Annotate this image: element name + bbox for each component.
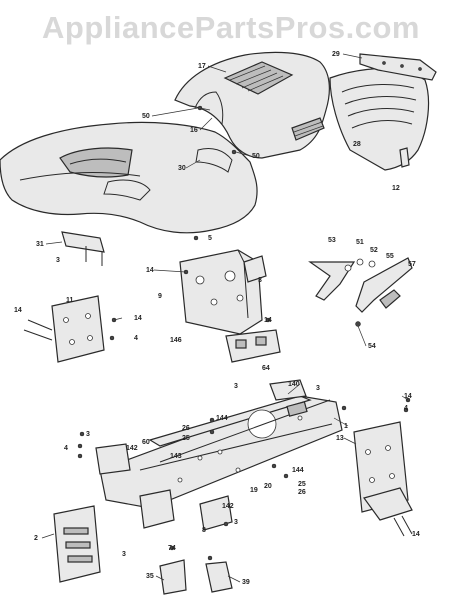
callout-12: 12: [392, 185, 400, 192]
callout-54: 54: [368, 343, 376, 350]
callout-143: 143: [170, 453, 182, 460]
rear-plate-right: [353, 421, 413, 537]
callout-8: 8: [202, 527, 206, 534]
callout-5: 5: [208, 235, 212, 242]
callout-35: 35: [146, 573, 154, 580]
callout-144: 144: [292, 467, 304, 474]
callout-3: 3: [316, 385, 320, 392]
callout-30: 30: [178, 165, 186, 172]
callout-4: 4: [134, 335, 138, 342]
axle-brackets: [95, 443, 233, 531]
callout-146: 146: [170, 337, 182, 344]
callout-11: 11: [66, 297, 74, 304]
callout-3: 3: [234, 519, 238, 526]
callout-55: 55: [386, 253, 394, 260]
callout-25: 25: [182, 435, 190, 442]
callout-142: 142: [222, 503, 234, 510]
callout-31: 31: [36, 241, 44, 248]
front-plate-left: [53, 505, 101, 583]
bracket-54: [225, 329, 281, 363]
callout-28: 28: [353, 141, 361, 148]
callout-16: 16: [190, 127, 198, 134]
fasteners: [77, 105, 411, 561]
callout-3: 3: [234, 383, 238, 390]
grille: [329, 53, 437, 171]
fender-pan: [0, 121, 258, 234]
callout-3: 3: [86, 431, 90, 438]
lower-brackets: [159, 559, 233, 595]
callout-1: 1: [344, 423, 348, 430]
hood: [174, 51, 330, 159]
callout-26: 26: [182, 425, 190, 432]
callouts: 17 29 50 16 28 30 50 12 31 3 5 53 51 52 …: [14, 51, 420, 586]
callout-29: 29: [332, 51, 340, 58]
callout-3: 3: [258, 277, 262, 284]
watermark: AppliancePartsPros.com: [42, 10, 420, 45]
callout-13: 13: [336, 435, 344, 442]
callout-39: 39: [242, 579, 250, 586]
leader-lines: [41, 53, 409, 583]
callout-140: 140: [288, 381, 300, 388]
callout-57: 57: [408, 261, 416, 268]
callout-4: 4: [404, 405, 408, 412]
callout-17: 17: [198, 63, 206, 70]
callout-14: 14: [14, 307, 22, 314]
callout-142: 142: [126, 445, 138, 452]
dash-panel: [179, 249, 267, 335]
callout-52: 52: [370, 247, 378, 254]
frame: [99, 379, 343, 509]
callout-14: 14: [412, 531, 420, 538]
bracket-31: [61, 231, 105, 253]
callout-3: 3: [56, 257, 60, 264]
callout-74: 74: [168, 545, 176, 552]
callout-51: 51: [356, 239, 364, 246]
part-12: [399, 147, 410, 168]
callout-20: 20: [264, 483, 272, 490]
callout-2: 2: [34, 535, 38, 542]
side-plate-left: [23, 295, 105, 363]
callout-3: 3: [122, 551, 126, 558]
lift-lever-assembly: [308, 257, 413, 313]
callout-50: 50: [252, 153, 260, 160]
callout-64: 64: [262, 365, 270, 372]
callout-26: 26: [298, 489, 306, 496]
callout-14: 14: [134, 315, 142, 322]
callout-25: 25: [298, 481, 306, 488]
callout-14: 14: [264, 317, 272, 324]
callout-144: 144: [216, 415, 228, 422]
callout-19: 19: [250, 487, 258, 494]
callout-60: 60: [142, 439, 150, 446]
callout-53: 53: [328, 237, 336, 244]
callout-4: 4: [64, 445, 68, 452]
callout-50: 50: [142, 113, 150, 120]
callout-14: 14: [404, 393, 412, 400]
callout-14: 14: [146, 267, 154, 274]
callout-9: 9: [158, 293, 162, 300]
